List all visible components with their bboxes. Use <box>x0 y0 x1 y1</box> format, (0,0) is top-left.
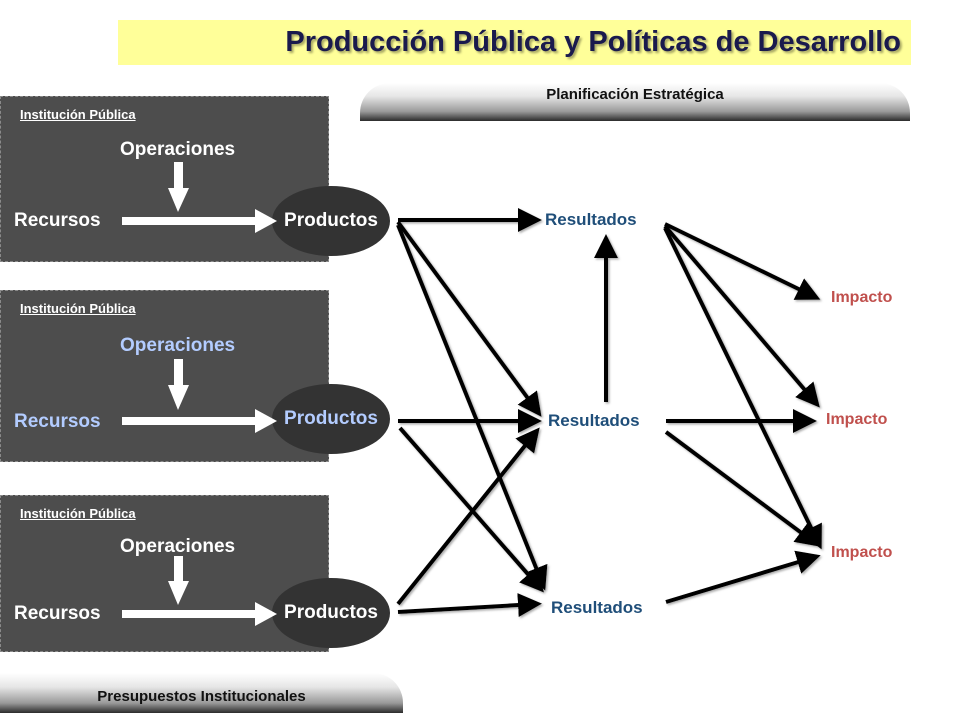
impact-node-3: Impacto <box>831 544 893 561</box>
arrow-p1-r3 <box>396 224 548 591</box>
operations-arrow-shaft-2 <box>174 359 183 387</box>
title-bar: Producción Pública y Políticas de Desarr… <box>118 20 911 65</box>
products-label-1: Productos <box>284 210 378 231</box>
resources-arrow-head-1 <box>255 209 277 233</box>
arrow-r1-i2 <box>663 224 820 408</box>
page-title: Producción Pública y Políticas de Desarr… <box>285 26 901 58</box>
operations-arrow-head-1 <box>168 188 189 212</box>
operations-arrow-head-3 <box>168 581 189 605</box>
institution-box-1: Institución Pública Operaciones Recursos <box>0 96 329 262</box>
arrow-p1-r2 <box>396 220 542 417</box>
impact-node-2: Impacto <box>826 411 888 428</box>
operations-label-3: Operaciones <box>120 536 236 557</box>
black-arrows <box>396 208 822 618</box>
products-node-1: Productos <box>272 186 390 256</box>
results-node-3: Resultados <box>551 598 643 617</box>
strategic-planning-label: Planificación Estratégica <box>546 86 724 103</box>
institution-label-1: Institución Pública <box>20 107 136 122</box>
resources-arrow-shaft-1 <box>122 217 257 225</box>
arrow-r1-i1 <box>664 222 821 300</box>
resources-arrow-shaft-3 <box>122 610 257 618</box>
operations-label-2: Operaciones <box>120 335 236 356</box>
resources-label-2: Recursos <box>14 411 101 432</box>
resources-arrow-head-2 <box>255 409 277 433</box>
institution-label-2: Institución Pública <box>20 301 136 316</box>
strategic-planning-tab: Planificación Estratégica <box>360 83 910 121</box>
arrow-r1-i3 <box>663 227 822 550</box>
internal-arrows <box>122 162 277 626</box>
institution-box-2: Institución Pública Operaciones Recursos <box>0 290 329 462</box>
results-node-1: Resultados <box>545 210 637 229</box>
impact-node-1: Impacto <box>831 289 893 306</box>
arrow-r3-i3 <box>665 550 821 604</box>
resources-arrow-shaft-2 <box>122 417 257 425</box>
products-label-2: Productos <box>284 408 378 429</box>
products-label-3: Productos <box>284 602 378 623</box>
resources-label-1: Recursos <box>14 210 101 231</box>
operations-label-1: Operaciones <box>120 139 236 160</box>
institutional-budgets-label: Presupuestos Institucionales <box>97 688 306 705</box>
resources-arrow-head-3 <box>255 602 277 626</box>
operations-arrow-shaft-3 <box>174 556 183 583</box>
operations-arrow-shaft-1 <box>174 162 183 190</box>
results-node-2: Resultados <box>548 411 640 430</box>
products-node-3: Productos <box>272 578 390 648</box>
operations-arrow-head-2 <box>168 385 189 410</box>
products-node-2: Productos <box>272 384 390 454</box>
arrow-r2-i3 <box>664 430 820 547</box>
institution-label-3: Institución Pública <box>20 506 136 521</box>
arrow-p3-r3 <box>397 593 542 618</box>
institutional-budgets-tab: Presupuestos Institucionales <box>0 673 403 713</box>
arrow-p3-r2 <box>396 427 540 606</box>
arrow-p2-r3 <box>398 426 544 593</box>
institution-box-3: Institución Pública Operaciones Recursos <box>0 495 329 652</box>
resources-label-3: Recursos <box>14 603 101 624</box>
